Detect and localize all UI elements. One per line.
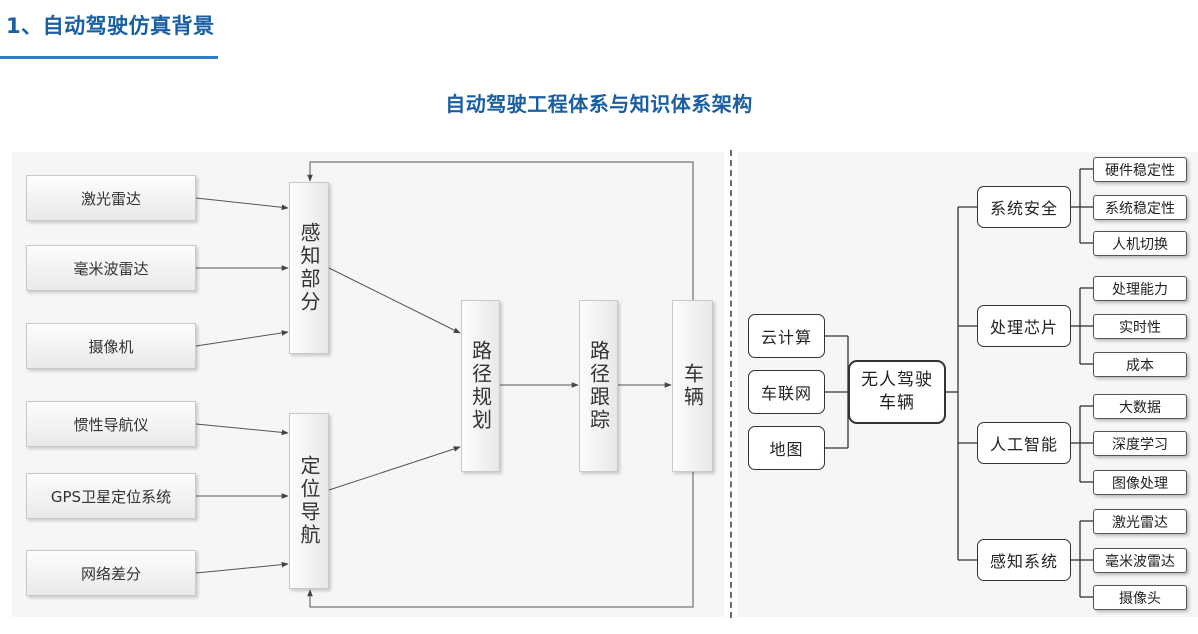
input-map: 地图 <box>748 426 825 470</box>
branch-processing-chip: 处理芯片 <box>977 305 1071 347</box>
arrow-lidar-perception <box>195 197 289 211</box>
branch-artificial-intelligence: 人工智能 <box>977 422 1071 464</box>
positioning-module: 定位导航 <box>289 413 329 589</box>
sensor-ins: 惯性导航仪 <box>26 401 196 447</box>
leaf-camera: 摄像头 <box>1093 585 1187 610</box>
path-tracking-module: 路径跟踪 <box>579 300 618 472</box>
feedback-loop-perception <box>307 161 694 300</box>
leaf-mmwave-radar: 毫米波雷达 <box>1093 548 1187 573</box>
panel-divider <box>730 150 732 618</box>
leaf-lidar: 激光雷达 <box>1093 509 1187 534</box>
section-title-underline <box>0 56 218 59</box>
arrow-positioning-planning <box>328 446 461 491</box>
leaf-hardware-stability: 硬件稳定性 <box>1093 157 1187 182</box>
sensor-lidar: 激光雷达 <box>26 175 196 221</box>
section-title: 1、自动驾驶仿真背景 <box>6 14 215 38</box>
arrow-perception-planning <box>328 267 461 334</box>
center-label-line2: 车辆 <box>879 393 915 413</box>
sensor-mmwave-radar: 毫米波雷达 <box>26 245 196 291</box>
leaf-processing-capacity: 处理能力 <box>1093 276 1187 301</box>
leaf-human-machine-switch: 人机切换 <box>1093 231 1187 256</box>
leaf-cost: 成本 <box>1093 352 1187 377</box>
input-cloud-computing: 云计算 <box>748 314 825 358</box>
arrow-camera-perception <box>195 330 289 347</box>
center-label-line1: 无人驾驶 <box>861 370 933 390</box>
leaf-image-processing: 图像处理 <box>1093 470 1187 495</box>
leaf-deep-learning: 深度学习 <box>1093 431 1187 456</box>
branch-perception-system: 感知系统 <box>977 539 1071 581</box>
path-planning-module: 路径规划 <box>461 300 500 472</box>
diagram-title: 自动驾驶工程体系与知识体系架构 <box>445 92 753 116</box>
sensor-network-differential: 网络差分 <box>26 550 196 596</box>
arrow-rtk-positioning <box>195 561 289 574</box>
center-autonomous-vehicle: 无人驾驶 车辆 <box>848 360 946 424</box>
vehicle-module: 车辆 <box>672 300 713 472</box>
sensor-gps: GPS卫星定位系统 <box>26 473 196 519</box>
input-vehicle-network: 车联网 <box>748 370 825 414</box>
sensor-camera: 摄像机 <box>26 323 196 369</box>
leaf-real-time: 实时性 <box>1093 314 1187 339</box>
feedback-loop-positioning <box>307 472 694 608</box>
leaf-big-data: 大数据 <box>1093 394 1187 419</box>
perception-module: 感知部分 <box>289 182 329 354</box>
branch-system-safety: 系统安全 <box>977 186 1071 228</box>
leaf-system-stability: 系统稳定性 <box>1093 195 1187 220</box>
arrow-ins-positioning <box>195 423 289 436</box>
